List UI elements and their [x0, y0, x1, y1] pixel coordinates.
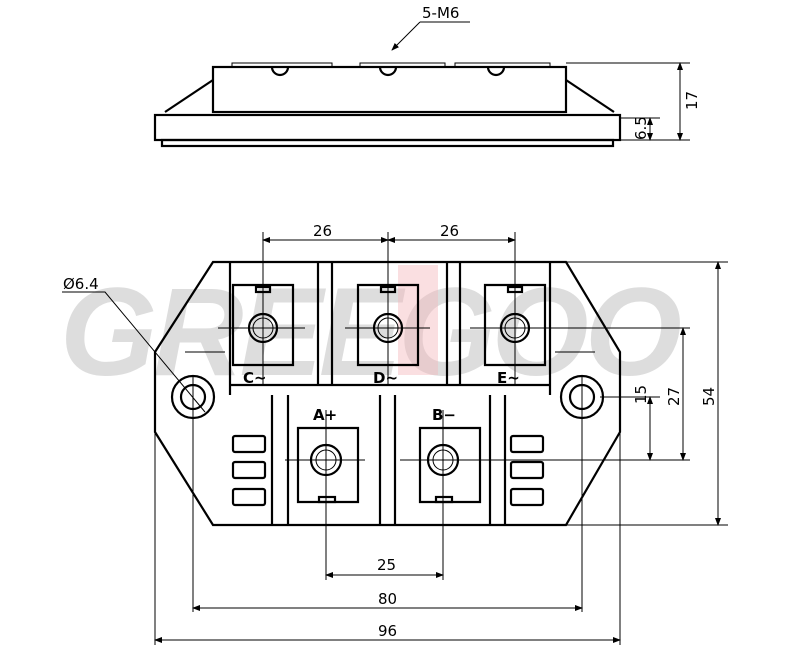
dim-height-17: 17: [683, 91, 701, 110]
terminal-a-label: A+: [313, 406, 337, 424]
terminal-e-label: E~: [497, 369, 520, 387]
dim-mount-spacing: 80: [378, 590, 397, 608]
side-view: [153, 21, 690, 148]
dim-height-54: 54: [700, 387, 718, 406]
terminal-d-label: D~: [373, 369, 398, 387]
terminal-a: [296, 426, 360, 504]
dim-lower-spacing: 25: [377, 556, 396, 574]
hole-diameter-label: Ø6.4: [63, 275, 99, 293]
watermark-logo: GREEGOO: [60, 263, 681, 402]
terminal-b: [418, 426, 482, 504]
top-view: [62, 232, 728, 645]
dim-15: 15: [632, 385, 650, 404]
dim-total-width: 96: [378, 622, 397, 640]
terminal-b-label: B−: [432, 406, 456, 424]
dim-27: 27: [665, 387, 683, 406]
dim-base-6-5: 6.5: [632, 116, 650, 140]
screw-callout: 5-M6: [422, 4, 459, 22]
dim-spacing-right: 26: [440, 222, 459, 240]
dim-spacing-left: 26: [313, 222, 332, 240]
terminal-c-label: C~: [243, 369, 267, 387]
